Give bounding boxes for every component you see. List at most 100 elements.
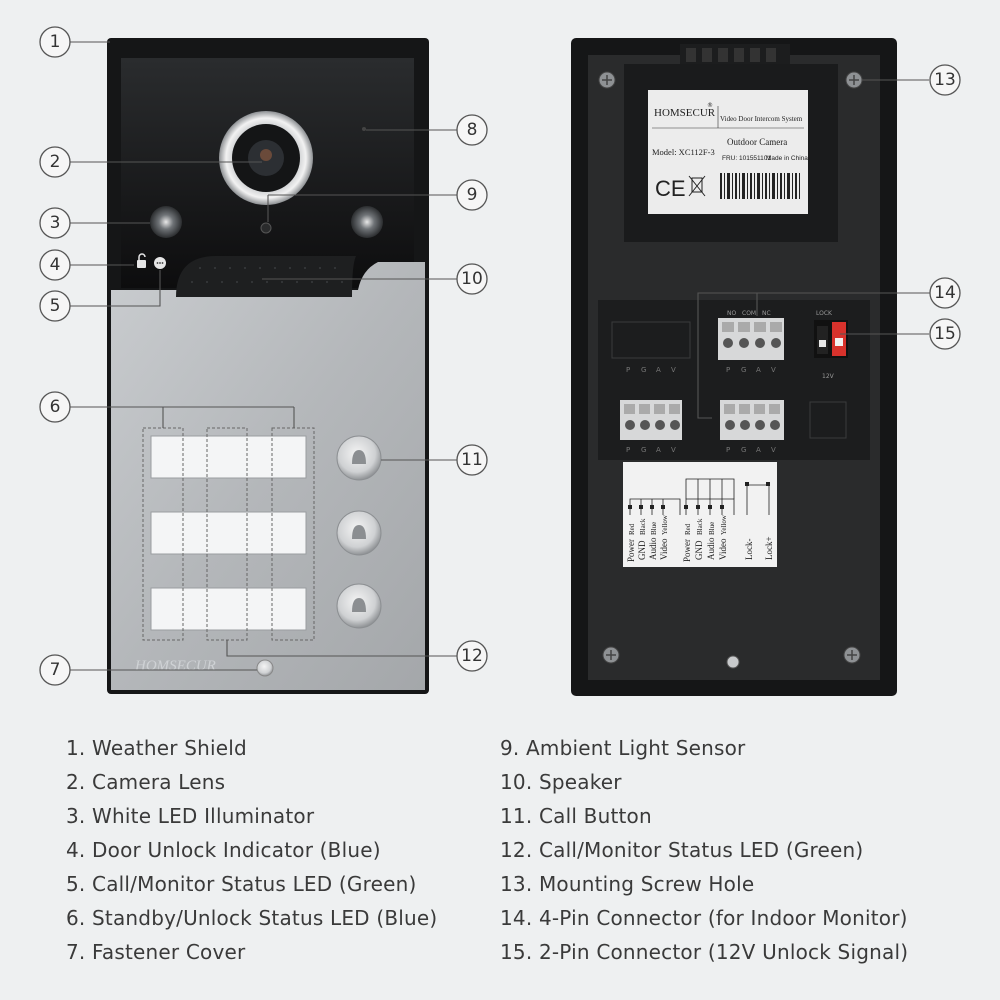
terminal-block-right [720,400,784,440]
bell-icon [352,450,366,466]
legend-item: 15. 2-Pin Connector (12V Unlock Signal) [500,940,909,964]
pin-label: G [741,366,746,374]
svg-text:11: 11 [461,450,483,470]
unlock-indicator-icon [137,253,146,268]
callout-4: 4 [39,249,71,281]
legend-item: 6. Standby/Unlock Status LED (Blue) [66,906,438,930]
ce-mark: CE [655,176,686,201]
callout-3: 3 [39,207,71,239]
wire-color: Blue [650,522,658,535]
white-led-left [150,206,182,238]
label-origin: Made in China [766,155,808,162]
call-button-3[interactable] [336,583,382,629]
wire-color: Black [639,518,647,535]
leader-lines [70,41,930,671]
callout-14: 14 [929,277,961,309]
terminal-block-left [620,400,682,440]
callout-2: 2 [39,146,71,178]
legend-right: 9. Ambient Light Sensor 10. Speaker 11. … [500,731,908,969]
pin-label: A [656,366,661,374]
intercom-diagram: HOMSECUR HOMSECUR ® Video Door Intercom … [39,26,961,696]
svg-text:5: 5 [50,296,61,316]
legend-item: 10. Speaker [500,770,622,794]
svg-text:9: 9 [467,185,478,205]
bell-icon [352,525,366,539]
bottom-hole [726,655,740,669]
callout-8: 8 [456,114,488,146]
svg-text:3: 3 [50,213,61,233]
signal-label: Power [682,539,692,562]
product-label: HOMSECUR ® Video Door Intercom System Mo… [648,90,808,214]
svg-text:7: 7 [50,660,61,680]
fastener-cover [256,659,274,677]
label-model: Model: XC112F-3 [652,147,715,157]
svg-text:14: 14 [934,283,956,303]
legend-item: 7. Fastener Cover [66,940,246,964]
signal-label: Lock- [744,539,754,561]
legend-left: 1. Weather Shield 2. Camera Lens 3. Whit… [66,731,437,969]
legend-item: 5. Call/Monitor Status LED (Green) [66,872,417,896]
svg-text:6: 6 [50,397,61,417]
pin-label: V [671,366,676,374]
pin-label: P [726,446,730,454]
pin-label: V [771,366,776,374]
name-plates [150,435,307,631]
callout-5: 5 [39,290,71,322]
label-fru: FRU: 101551101 [722,155,771,162]
wire-color: Yellow [720,514,728,535]
terminal-block-top [718,318,784,360]
pin-label: V [771,446,776,454]
callout-12: 12 [456,640,488,672]
legend-item: 3. White LED Illuminator [66,804,315,828]
pin-label: P [626,446,630,454]
mounting-screws [598,71,863,664]
callout-1: 1 [39,26,71,58]
barcode [720,173,800,199]
relay-label: COM [742,310,756,317]
white-led-right [351,206,383,238]
callout-13: 13 [929,64,961,96]
pin-label: P [626,366,630,374]
svg-text:2: 2 [50,152,61,172]
svg-text:15: 15 [934,324,956,344]
legend-item: 13. Mounting Screw Hole [500,872,755,896]
terminal-slot-empty-2 [809,401,847,439]
front-brand-etch: HOMSECUR [134,658,216,674]
callout-6: 6 [39,391,71,423]
signal-label: Video [718,538,728,560]
speaker-grille [176,256,356,297]
signal-label: GND [694,540,704,560]
label-product-line: Video Door Intercom System [720,115,803,123]
legend-item: 2. Camera Lens [66,770,226,794]
front-panel: HOMSECUR [107,38,429,694]
callout-9: 9 [456,179,488,211]
legend-item: 9. Ambient Light Sensor [500,736,746,760]
callout-15: 15 [929,318,961,350]
legend-item: 14. 4-Pin Connector (for Indoor Monitor) [500,906,908,930]
wire-color: Red [684,523,692,535]
call-button-2[interactable] [336,510,382,556]
legend-item: 12. Call/Monitor Status LED (Green) [500,838,864,862]
call-status-icon [154,257,166,269]
callout-10: 10 [456,263,488,295]
label-brand: HOMSECUR [654,107,716,119]
signal-label: Video [659,538,669,560]
svg-text:13: 13 [934,70,956,90]
signal-label: Audio [648,537,658,560]
label-registered: ® [707,102,713,109]
lock-label: LOCK [816,310,833,317]
legend-item: 1. Weather Shield [66,736,247,760]
legend-item: 11. Call Button [500,804,652,828]
svg-text:1: 1 [50,32,61,52]
pin-label: G [641,446,646,454]
label-product-name: Outdoor Camera [727,137,787,147]
weee-bin-icon [688,175,706,197]
callout-7: 7 [39,654,71,686]
pin-label: A [756,446,761,454]
call-button-1[interactable] [336,435,382,481]
bell-icon [352,598,366,612]
pin-label: A [756,366,761,374]
ambient-light-sensor [362,127,366,131]
signal-label: GND [637,540,647,560]
wire-color: Red [628,523,636,535]
